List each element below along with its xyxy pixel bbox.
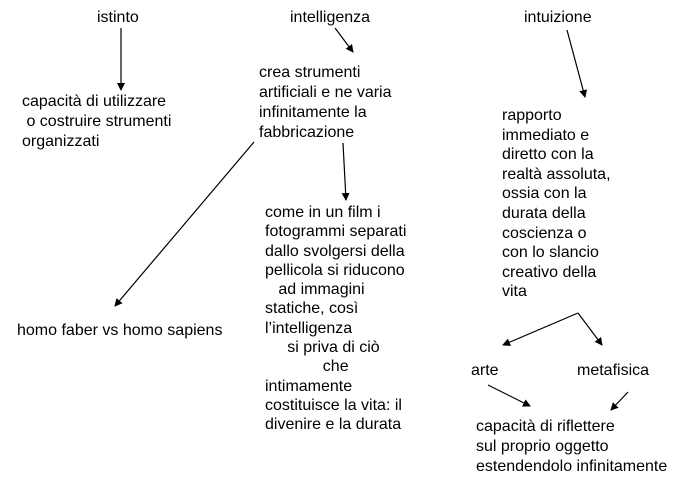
text-line: divenire e la durata [265,416,402,434]
heading-intelligenza: intelligenza [290,9,371,26]
arrow-intelligenza [334,27,354,53]
text-line: rapporto [502,107,562,124]
heading-intuizione: intuizione [524,9,592,26]
text-line: l’intelligenza [265,319,353,337]
text-line: statiche, così [265,300,359,318]
text-line: coscienza o [502,224,587,242]
arrow-homo [114,141,255,307]
text-line: artificiali e ne varia [259,84,392,101]
text-line: ossia con la [502,185,587,203]
heading-istinto: istinto [97,9,139,26]
arrow-arte [502,312,579,346]
text-line: diretto con la [502,146,594,164]
arrow-intuizione [566,29,588,98]
istinto-description: capacità di utilizzare o costruire strum… [22,92,171,152]
text-line: costituisce la vita: il [265,396,402,414]
text-line: ad immagini [265,281,365,299]
text-line: durata della [502,204,586,222]
text-line: realtà assoluta, [502,165,611,183]
text-line: pellicola si riducono [265,261,405,279]
arrow-arte-riflettere [487,384,531,407]
text-line: intimamente [265,377,353,395]
text-line: fotogrammi separati [265,223,407,241]
text-line: si priva di ciò [265,339,380,357]
riflettere-description: capacità di riflettere sul proprio oggett… [476,417,667,477]
text-line: organizzati [22,133,100,150]
arrow-film [341,142,350,201]
text-line: come in un film i [265,204,381,221]
text-line: capacità di riflettere [476,418,615,435]
text-line: immediato e [502,126,590,144]
arte-label: arte [471,362,499,379]
text-line: che [265,358,349,376]
homo-faber-text: homo faber vs homo sapiens [17,322,223,339]
text-line: creativo della [502,263,597,281]
intelligenza-description: crea strumenti artificiali e ne varia infi… [259,63,392,143]
text-line: con lo slancio [502,244,599,262]
arrow-metafisica [577,312,603,346]
text-line: vita [502,283,527,301]
text-line: infinitamente la [259,104,367,121]
text-line: o costruire strumenti [22,113,172,130]
arrow-metafisica-riflettere [610,391,629,411]
text-line: fabbricazione [259,124,355,141]
metafisica-label: metafisica [577,362,650,379]
text-line: sul proprio oggetto [476,438,609,455]
text-line: estendendolo infinitamente [476,458,668,475]
text-line: capacità di utilizzare [22,93,167,110]
text-line: dallo svolgersi della [265,242,405,260]
text-line: crea strumenti [259,64,361,81]
